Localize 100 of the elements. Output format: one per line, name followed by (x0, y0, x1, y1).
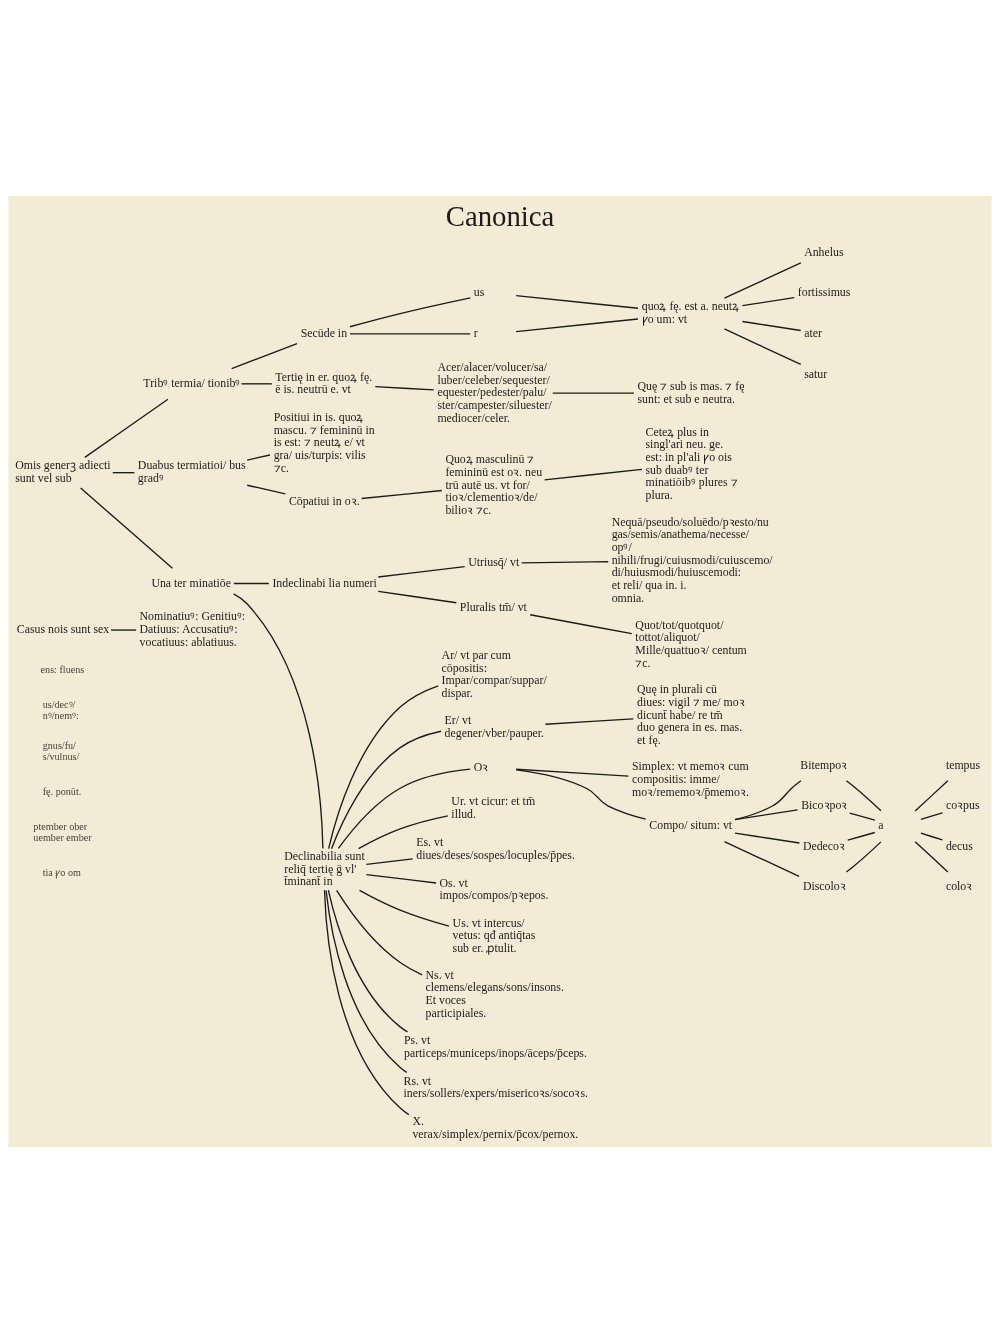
node-text: r (473, 325, 478, 340)
connector (231, 342, 298, 369)
node-text: satur (804, 366, 828, 381)
connector (741, 296, 795, 306)
node-text: Ur. vt cicur: et tm̄ illud. (451, 793, 536, 821)
node-text: Quę in plurali cū diues: vigil ⁊ me/ moꝛ dicunt̄ habe/ re tm̄ duo genera in es. mas. et fę. (637, 681, 745, 747)
node-text: Ar/ vt par cum cōpositis: Impar/compar/suppar/ dispar. (441, 647, 547, 700)
node-text: Discoloꝛ (802, 878, 846, 893)
connector (361, 489, 443, 499)
node-text: a (878, 817, 884, 832)
connector (349, 332, 471, 335)
connector (734, 808, 799, 820)
connector (521, 560, 609, 564)
node-text: Una ter minatiōe (151, 575, 231, 590)
label: ptember ober uember ember (33, 820, 92, 843)
connector (337, 767, 471, 849)
connector (84, 398, 169, 458)
node-text: Cōpatiui in oꝛ. (288, 493, 360, 508)
node-text: coloꝛ (945, 878, 973, 893)
connector (335, 889, 423, 976)
label: tia ꝩo om (42, 866, 81, 878)
node-text: Positiui in is. quoꝝ mascu. ⁊ femininū in is est: ⁊ neutꝝ e/ vt gra/ uis/turpis: vilis ⁊c. (273, 409, 375, 475)
connector (112, 471, 136, 473)
node-text: Ceteꝝ plus in singl'ari neu. ge. est: in pl'ali ꝩo ois sub duabꝰ ter minatiōibꝰ plures ⁊ plura. (645, 424, 738, 502)
connector (723, 840, 800, 877)
connector (723, 327, 802, 365)
connector (847, 831, 876, 841)
node-text: Nominatiuꝰ: Genitiuꝰ: Datiuus: Accusatiuꝰ: vocatiuus: ablatiuus. (139, 608, 246, 649)
node-text: Utriusq̄/ vt (468, 554, 520, 569)
connector (365, 873, 437, 884)
connector (110, 628, 137, 631)
node-text: Compo/ situm: vt (649, 817, 733, 832)
connector (529, 613, 633, 634)
connector (377, 565, 466, 578)
connector (246, 484, 286, 494)
connector (723, 261, 802, 299)
connector (552, 391, 635, 394)
node-text: ater (804, 325, 822, 340)
connector (515, 294, 639, 309)
connector (323, 889, 410, 1115)
node-text: Er/ vt degener/vber/pauper. (444, 712, 545, 740)
connector (358, 889, 450, 927)
node-text: decus (945, 838, 973, 853)
node-text: Indeclinabi lia numeri (272, 575, 377, 590)
connector (515, 317, 639, 332)
connector (741, 320, 802, 331)
connector (79, 486, 174, 569)
node-text: Es. vt diues/deses/sospes/locuples/p̄pes. (416, 834, 575, 862)
connector (327, 684, 439, 849)
connector (357, 814, 449, 849)
connector (327, 889, 409, 1033)
connector (515, 768, 647, 820)
connector (233, 582, 270, 584)
connector (325, 889, 408, 1073)
node-text: Nequā/pseudo/soluēdo/pꝛesto/nu gas/semis/anathema/necesse/ opꝰ/ nihili/frugi/cuiusmodi/cuiuscemo/ di/huiusmodi/huiuscemodi: et reli/ qua in. i. omnia. (611, 514, 773, 605)
connector (734, 779, 802, 820)
node-text: fortissimus (797, 284, 851, 299)
node-text: Quoꝝ masculinū ⁊ femininū est oꝛ. neu trū autē us. vt for/ tioꝛ/clementioꝛ/de/ bilioꝛ ⁊c. (445, 451, 543, 517)
connector (246, 453, 271, 461)
node-text: Tertię in er. quoꝝ fę. ē is. neutrū e. vt (275, 369, 373, 396)
node-text: Quot/tot/quotquot/ tottot/aliquot/ Mille/quattuoꝛ/ centum ⁊c. (635, 617, 747, 670)
connector (845, 840, 882, 873)
label: ens: fluens (40, 663, 85, 675)
label: gnus/fu/ s/vulnus/ (42, 739, 80, 762)
connector (330, 730, 442, 849)
connector (240, 382, 273, 384)
connector (365, 857, 414, 865)
connector (920, 832, 944, 840)
node-text: Ps. vt particeps/municeps/inops/āceps/p̄ceps. (403, 1032, 587, 1060)
node-text: Dedecoꝛ (802, 838, 846, 853)
node-text: Ns. vt clemens/elegans/sons/insons. Et voces participiales. (425, 967, 564, 1020)
node-text: us (473, 284, 485, 299)
connector (849, 811, 876, 821)
node-text: coꝛpus (945, 797, 980, 812)
connector (845, 779, 882, 811)
node-text: Quę ⁊ sub is mas. ⁊ fę sunt: et sub e neutra. (637, 378, 745, 406)
label: us/decꝰ/ nꝰ/nemꝰ: (42, 698, 79, 721)
node-text: Rs. vt iners/sollers/expers/misericoꝛs/socoꝛs. (403, 1073, 589, 1100)
node-text: Bicoꝛpoꝛ (801, 797, 848, 812)
node-text: Bitempoꝛ (800, 757, 848, 772)
node-text: Declinabilia sunt reliq̄ tertię ḡ vl' t̄minant̄ in (284, 848, 365, 888)
connector (374, 385, 435, 391)
connector (734, 831, 801, 844)
node-text: Oꝛ (473, 759, 489, 774)
connector (544, 468, 643, 481)
connector (544, 717, 635, 725)
node-text: quoꝝ fę. est a. neutꝝ ꝩo um: vt (641, 298, 740, 326)
node-text: Anhelus (804, 244, 844, 259)
connector (920, 811, 944, 820)
connector (515, 768, 630, 777)
label: fę. ponūt. (42, 785, 82, 797)
node-text: Simplex: vt memoꝛ cum compositis: imme/ moꝛ/rememoꝛ/p̄memoꝛ. (631, 758, 749, 799)
node-text: Os. vt impos/compos/pꝛepos. (439, 875, 549, 902)
diagram-title: Canonica (445, 199, 555, 232)
node-text: Duabus termiatioi/ bus gradꝰ (137, 457, 246, 485)
node-text: Casus nois sunt sex (16, 621, 110, 636)
connector (914, 840, 949, 873)
node-text: Tribꝰ termia/ tionibꝰ (143, 375, 241, 390)
connector (914, 779, 949, 812)
node-text: Us. vt intercus/ vetus: qđ antiq̄tas sub er. ꝓtulit. (452, 915, 536, 955)
